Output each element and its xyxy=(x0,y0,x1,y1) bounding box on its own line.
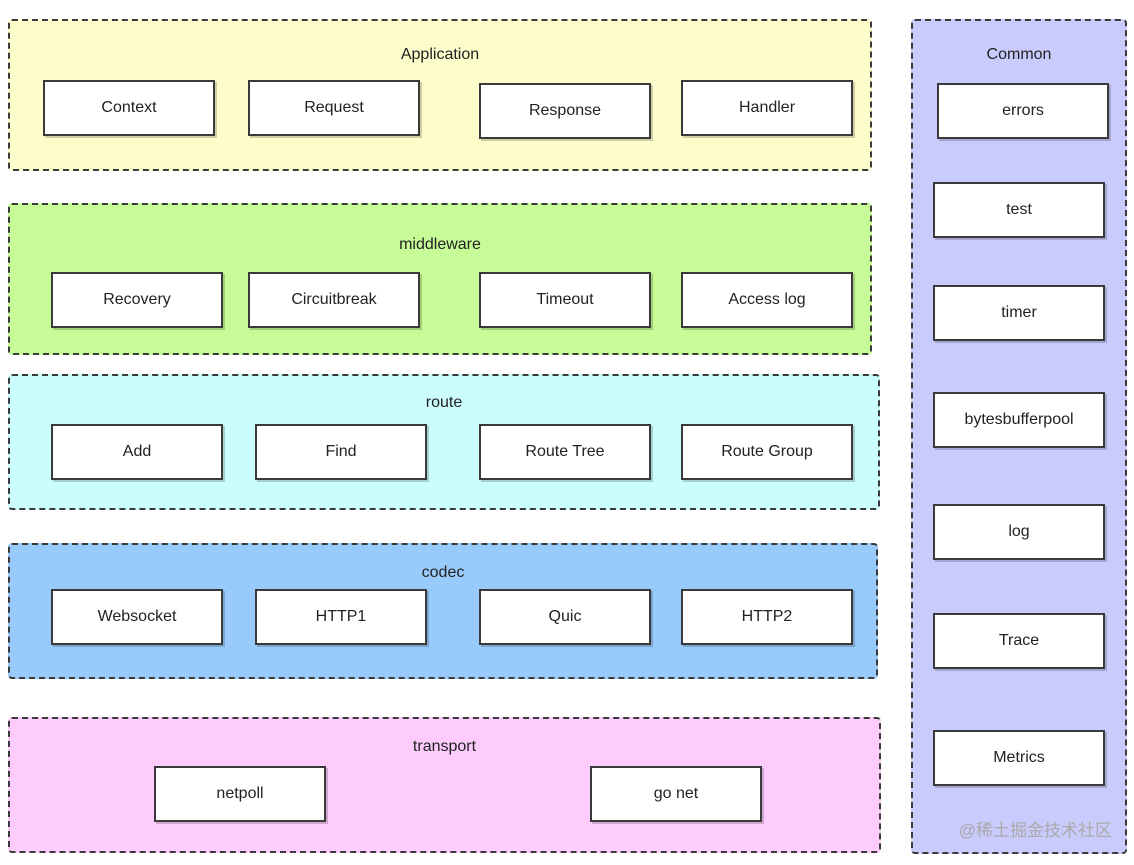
middleware-access-log-box: Access log xyxy=(681,272,853,328)
application-context-box: Context xyxy=(43,80,215,136)
codec-http1-box: HTTP1 xyxy=(255,589,427,645)
common-errors-box: errors xyxy=(937,83,1109,139)
route-group-box: Route Group xyxy=(681,424,853,480)
route-add-box: Add xyxy=(51,424,223,480)
application-request-box: Request xyxy=(248,80,420,136)
middleware-circuitbreak-box: Circuitbreak xyxy=(248,272,420,328)
codec-http2-box: HTTP2 xyxy=(681,589,853,645)
common-bytesbufferpool-box: bytesbufferpool xyxy=(933,392,1105,448)
middleware-recovery-box: Recovery xyxy=(51,272,223,328)
watermark-text: @稀土掘金技术社区 xyxy=(958,821,1112,840)
common-test-box: test xyxy=(933,182,1105,238)
route-layer-title: route xyxy=(425,394,463,411)
application-handler-box: Handler xyxy=(681,80,853,136)
codec-layer-title: codec xyxy=(421,564,465,581)
common-timer-box: timer xyxy=(933,285,1105,341)
route-tree-box: Route Tree xyxy=(479,424,651,480)
application-layer-title: Application xyxy=(400,46,480,63)
transport-layer-title: transport xyxy=(412,738,477,755)
middleware-layer-title: middleware xyxy=(399,236,481,253)
common-log-box: log xyxy=(933,504,1105,560)
application-response-box: Response xyxy=(479,83,651,139)
middleware-timeout-box: Timeout xyxy=(479,272,651,328)
route-find-box: Find xyxy=(255,424,427,480)
transport-go-net-box: go net xyxy=(590,766,762,822)
codec-websocket-box: Websocket xyxy=(51,589,223,645)
common-metrics-box: Metrics xyxy=(933,730,1105,786)
codec-quic-box: Quic xyxy=(479,589,651,645)
transport-netpoll-box: netpoll xyxy=(154,766,326,822)
common-layer-title: Common xyxy=(986,46,1052,63)
common-trace-box: Trace xyxy=(933,613,1105,669)
